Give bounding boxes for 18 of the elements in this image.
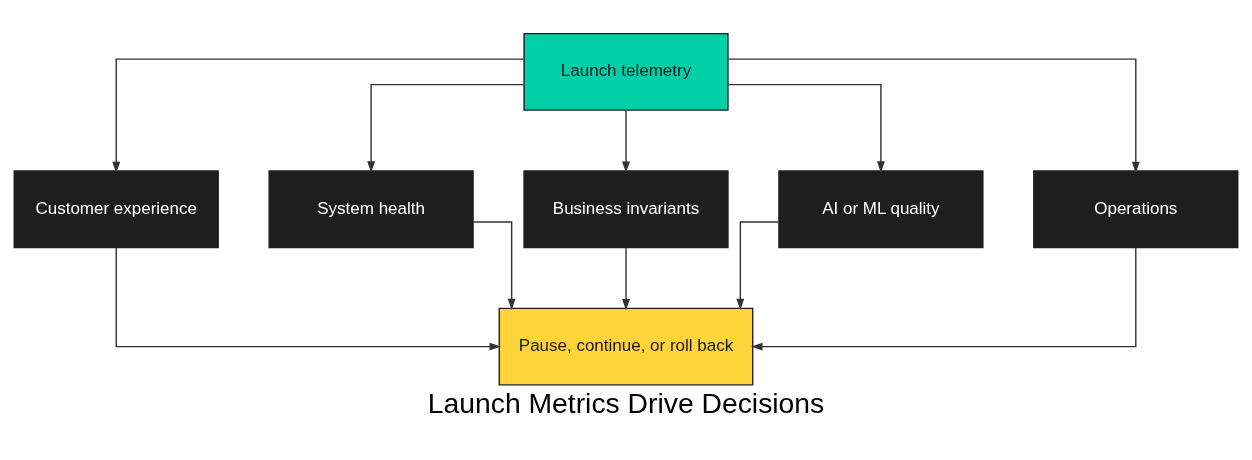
- node-box: Operations: [1033, 169, 1239, 248]
- node-box: Customer experience: [13, 169, 219, 248]
- arrow: [622, 108, 630, 173]
- arrow: [112, 57, 525, 173]
- node-box: Pause, continue, or roll back: [498, 307, 754, 386]
- node-box: Business invariants: [523, 169, 729, 248]
- arrow: [751, 246, 1137, 351]
- arrow: [622, 246, 630, 310]
- arrow: [367, 83, 525, 173]
- arrow: [736, 220, 780, 310]
- node-box: Launch telemetry: [523, 32, 729, 111]
- arrow: [727, 57, 1140, 173]
- caption: Launch Metrics Drive Decisions: [427, 386, 825, 419]
- node-box: System health: [268, 169, 474, 248]
- arrow: [727, 83, 885, 173]
- arrow: [115, 246, 501, 351]
- arrow: [472, 220, 516, 310]
- node-box: AI or ML quality: [778, 169, 984, 248]
